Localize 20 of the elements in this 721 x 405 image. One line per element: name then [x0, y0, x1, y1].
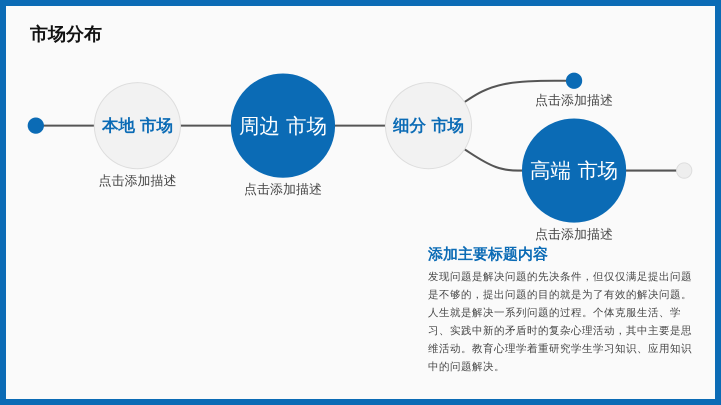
circle-node: 本地 市场 [94, 82, 181, 170]
circle-node: 周边 市场 [230, 74, 336, 178]
node-caption: 点击添加描述 [98, 174, 176, 190]
connector [626, 170, 677, 172]
circle-node [28, 118, 44, 134]
circle-node [676, 162, 692, 179]
connector [43, 124, 94, 127]
body-paragraph: 发现问题是解决问题的先决条件，但仅仅满足提出问题是不够的，提出问题的目的就是为了有效的解决问题。人生就是解决一系列问题的过程。个体克服生活、学习、实践中新的矛盾时的复杂心理活动，其中主要是思维活动。教育心理学着重研究学生学习知识、应用知识中的问题解决。 [428, 270, 693, 375]
connector [464, 80, 566, 104]
node-caption: 点击添加描述 [535, 228, 614, 243]
connector [180, 124, 232, 127]
circle-node: 细分 市场 [384, 82, 472, 170]
node-caption: 点击添加描述 [535, 94, 614, 109]
connector [334, 124, 386, 127]
circle-node: 高端 市场 [522, 118, 626, 223]
node-caption: 点击添加描述 [244, 182, 322, 198]
connector [464, 148, 522, 172]
slide-title: 市场分布 [30, 23, 102, 46]
circle-node [566, 72, 582, 90]
section-heading: 添加主要标题内容 [428, 245, 548, 264]
